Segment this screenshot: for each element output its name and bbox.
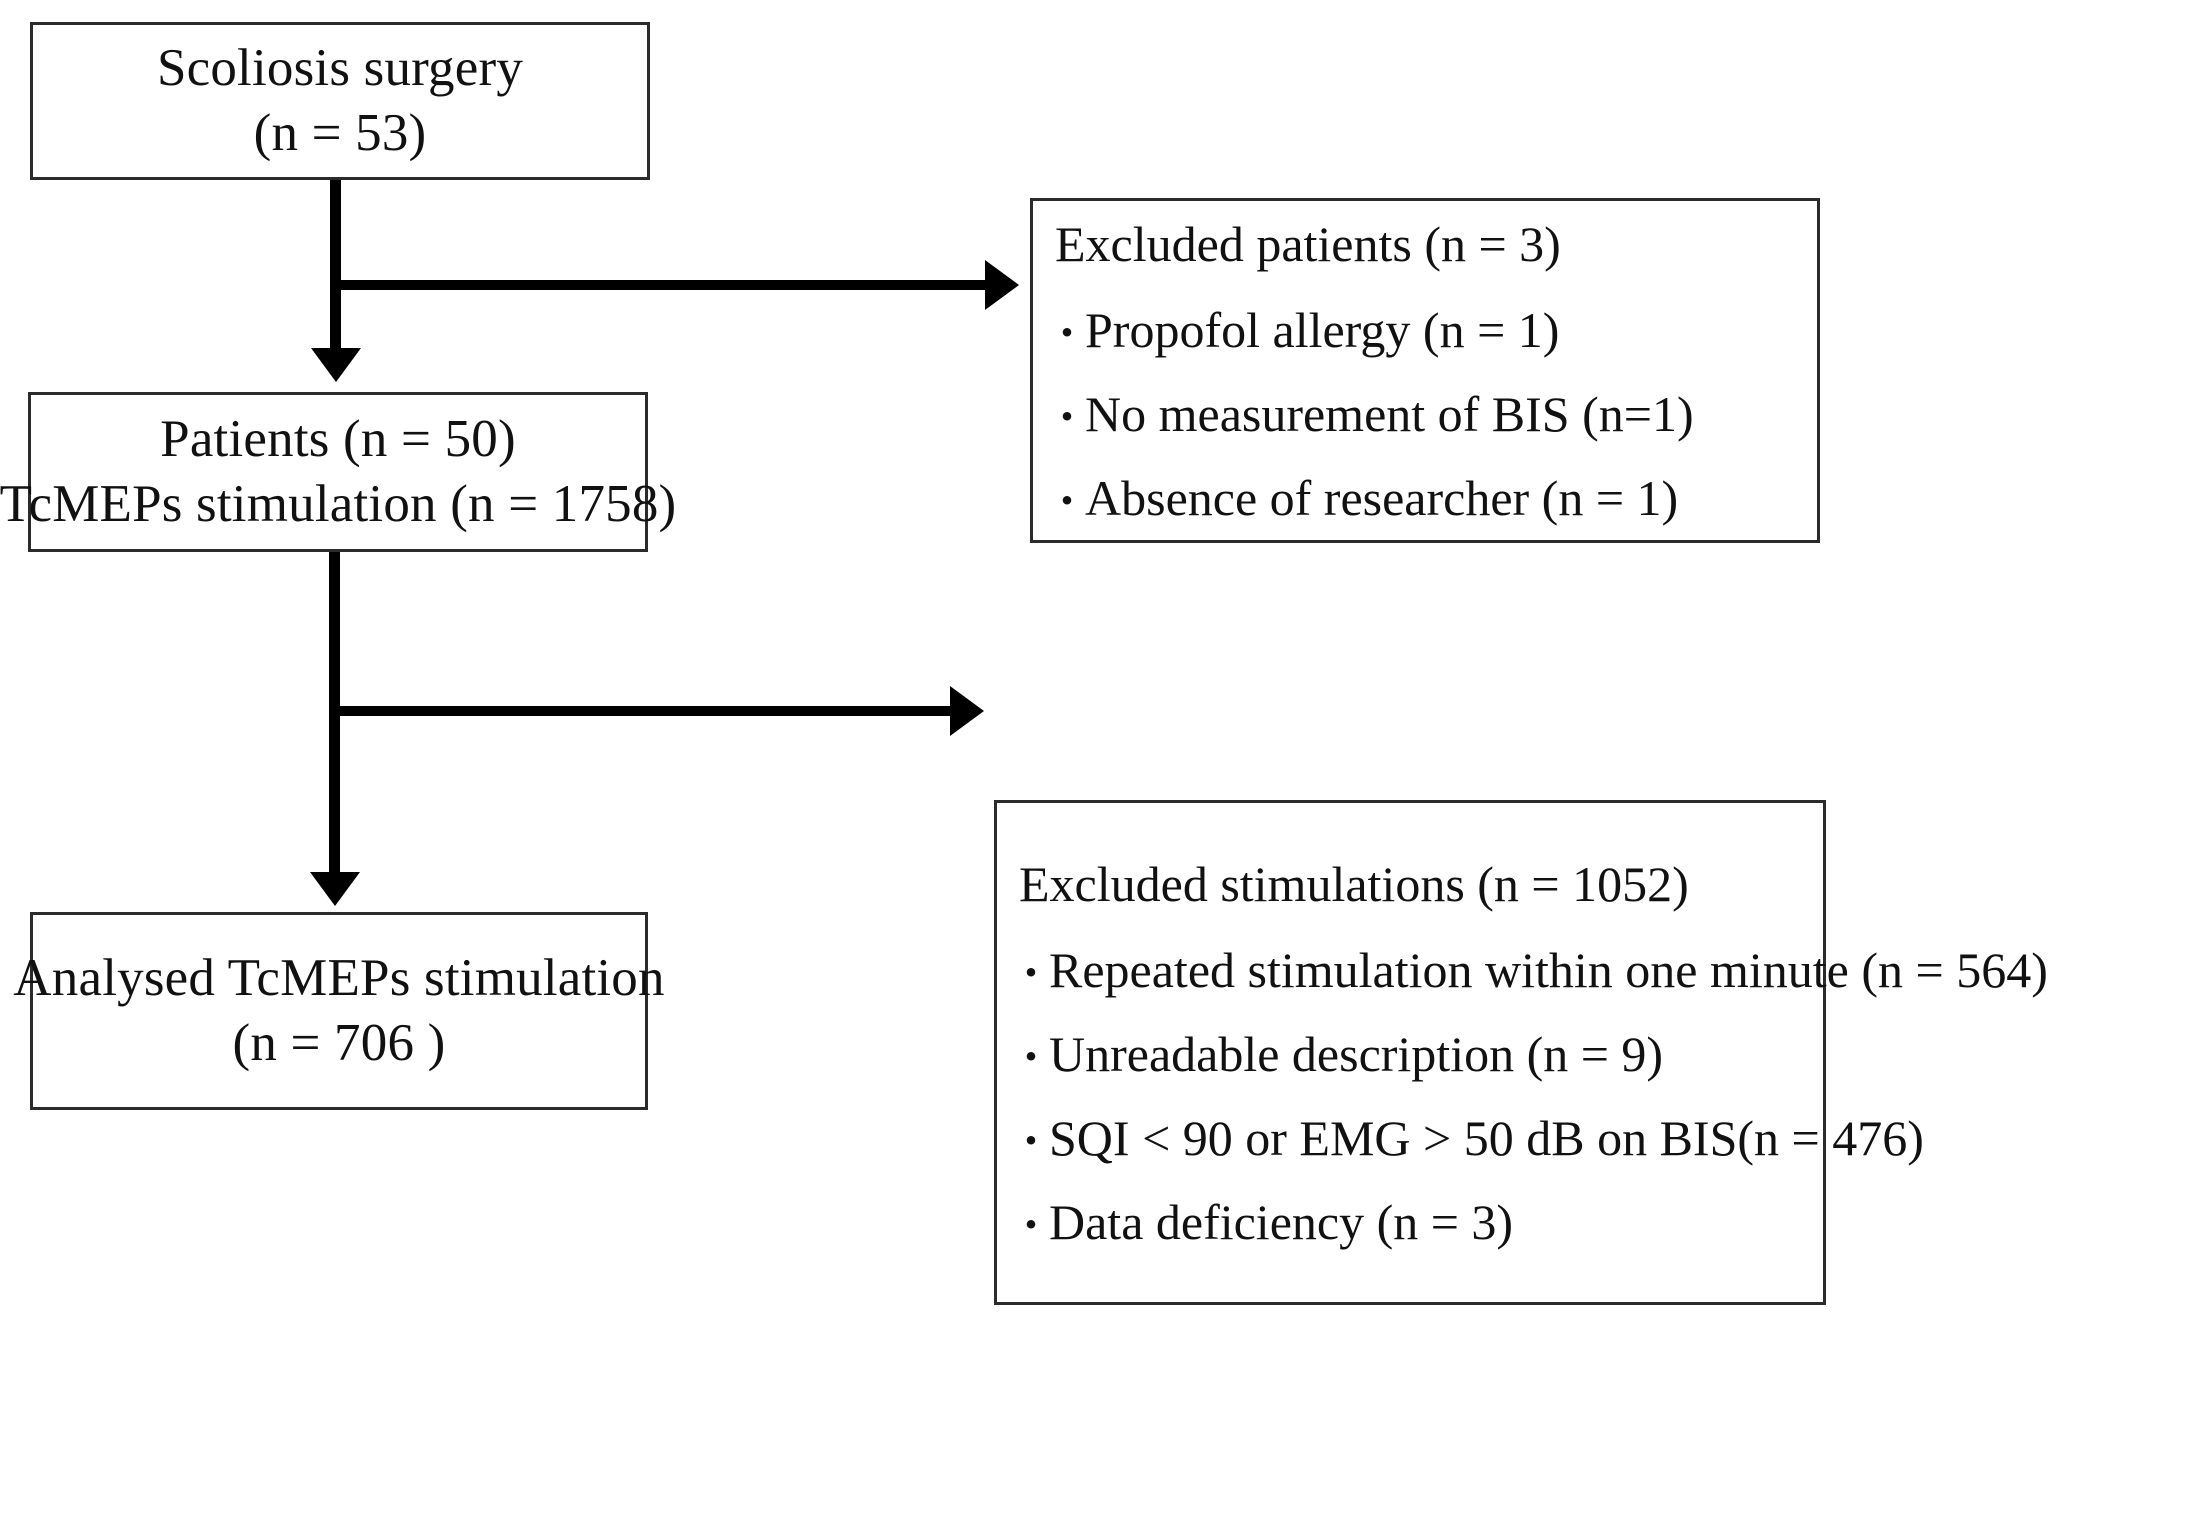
node-patients-tcmeps-line2: TcMEPs stimulation (n = 1758) — [0, 475, 677, 533]
bullet-icon: ・ — [1011, 1119, 1051, 1164]
arrow-stem-enrollment-to-patients — [330, 180, 341, 355]
bullet-icon: ・ — [1011, 1035, 1051, 1080]
node-analysed-tcmeps-line2: (n = 706 ) — [232, 1014, 446, 1072]
exclusion-item-data-deficiency-label: Data deficiency (n = 3) — [1049, 1194, 1514, 1250]
node-patients-tcmeps: Patients (n = 50) TcMEPs stimulation (n … — [0, 392, 676, 552]
exclusion-item-repeated-stimulation-label: Repeated stimulation within one minute (… — [1049, 942, 2048, 998]
node-analysed-tcmeps-line1: Analysed TcMEPs stimulation — [13, 949, 665, 1008]
exclusion-item-absence-of-researcher-label: Absence of researcher (n = 1) — [1085, 470, 1679, 526]
bullet-icon: ・ — [1047, 311, 1087, 356]
arrow-stem-patients-to-analysed — [329, 552, 340, 877]
exclusion-item-sqi-emg-threshold-label: SQI < 90 or EMG > 50 dB on BIS(n = 476) — [1049, 1110, 1924, 1166]
node-scoliosis-surgery-line2: (n = 53) — [253, 104, 427, 162]
bullet-icon: ・ — [1047, 479, 1087, 524]
bullet-icon: ・ — [1011, 951, 1051, 996]
exclusion-box-patients-title: Excluded patients (n = 3) — [1055, 216, 1561, 272]
exclusion-item-propofol-allergy-label: Propofol allergy (n = 1) — [1085, 302, 1560, 358]
arrow-stem-to-excluded-stimulations — [335, 706, 960, 716]
exclusion-item-repeated-stimulation: ・ Repeated stimulation within one minute… — [1011, 941, 2048, 999]
exclusion-box-stimulations: Excluded stimulations (n = 1052) ・ Repea… — [994, 800, 2048, 1305]
exclusion-item-no-bis-measurement-label: No measurement of BIS (n=1) — [1085, 386, 1694, 442]
exclusion-box-patients: Excluded patients (n = 3) ・ Propofol all… — [1030, 198, 1820, 543]
exclusion-item-absence-of-researcher: ・ Absence of researcher (n = 1) — [1047, 469, 1811, 527]
arrow-head-to-excluded-patients — [985, 260, 1019, 310]
node-patients-tcmeps-line1: Patients (n = 50) — [160, 410, 516, 469]
exclusion-box-stimulations-body: Excluded stimulations (n = 1052) ・ Repea… — [997, 844, 2048, 1261]
arrow-stem-to-excluded-patients — [335, 280, 995, 290]
exclusion-item-propofol-allergy: ・ Propofol allergy (n = 1) — [1047, 301, 1811, 359]
exclusion-item-sqi-emg-threshold: ・ SQI < 90 or EMG > 50 dB on BIS(n = 476… — [1011, 1109, 1924, 1167]
node-scoliosis-surgery-line1: Scoliosis surgery — [156, 39, 524, 98]
arrow-head-enrollment-to-patients — [311, 348, 361, 382]
exclusion-item-data-deficiency: ・ Data deficiency (n = 3) — [1011, 1193, 1817, 1251]
arrow-head-patients-to-analysed — [310, 872, 360, 906]
exclusion-box-patients-body: Excluded patients (n = 3) ・ Propofol all… — [1033, 204, 1817, 537]
node-analysed-tcmeps: Analysed TcMEPs stimulation (n = 706 ) — [13, 912, 665, 1110]
exclusion-item-unreadable-description: ・ Unreadable description (n = 9) — [1011, 1025, 1817, 1083]
exclusion-item-unreadable-description-label: Unreadable description (n = 9) — [1049, 1026, 1664, 1082]
bullet-icon: ・ — [1047, 395, 1087, 440]
exclusion-item-no-bis-measurement: ・ No measurement of BIS (n=1) — [1047, 385, 1811, 443]
exclusion-box-stimulations-title: Excluded stimulations (n = 1052) — [1019, 856, 1689, 912]
bullet-icon: ・ — [1011, 1203, 1051, 1248]
arrow-head-to-excluded-stimulations — [950, 686, 984, 736]
node-scoliosis-surgery: Scoliosis surgery (n = 53) — [30, 22, 650, 180]
